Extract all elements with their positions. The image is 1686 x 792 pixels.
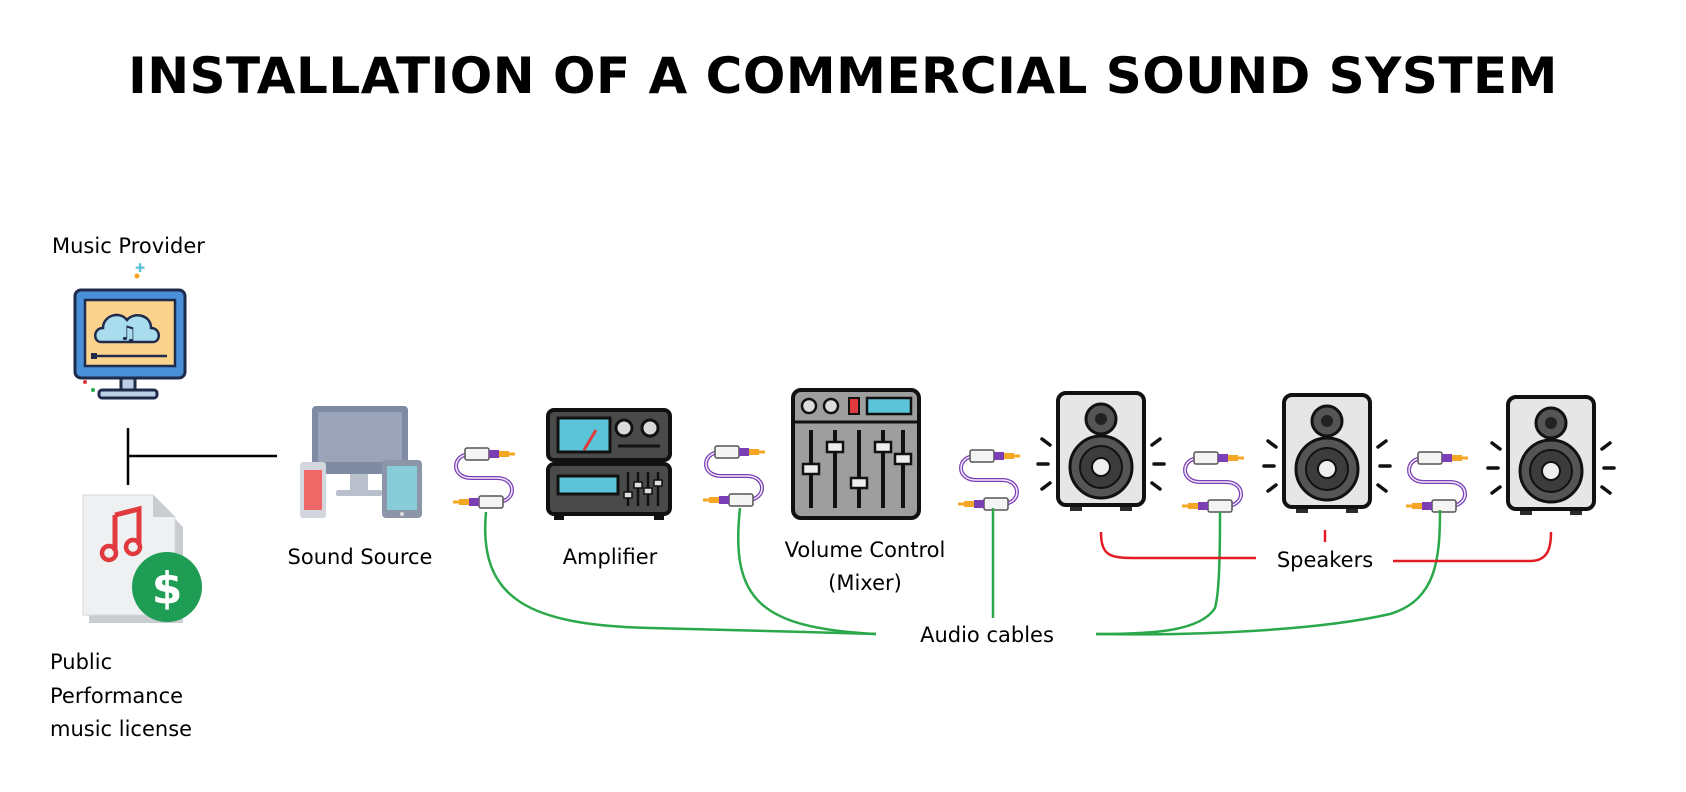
speakers-label: Speakers — [1276, 548, 1374, 572]
svg-text:✚: ✚ — [135, 261, 145, 275]
license-label-line2: Performance — [50, 684, 184, 708]
mixer-icon — [791, 388, 921, 520]
dollar-badge-icon: $ — [132, 552, 202, 622]
speaker-icon — [1036, 391, 1166, 513]
devices-icon — [300, 406, 422, 518]
mixer-label-line1: Volume Control — [784, 538, 946, 562]
audio-cables-label: Audio cables — [920, 623, 1054, 647]
mixer-label-line2: (Mixer) — [828, 571, 902, 595]
amplifier-label: Amplifier — [562, 545, 658, 569]
audio-cables-callout-lines — [483, 507, 1442, 636]
music-note-icon — [99, 505, 143, 563]
music-license-document-icon: $ — [82, 494, 202, 623]
sound-source-label: Sound Source — [287, 545, 433, 569]
svg-text:♫: ♫ — [119, 321, 137, 345]
amplifier-icon — [546, 408, 672, 520]
speakers-callout-lines — [1099, 530, 1553, 563]
svg-text:$: $ — [152, 563, 183, 614]
audio-cable-icon — [1404, 450, 1470, 514]
license-label-line1: Public — [50, 650, 113, 674]
music-provider-label: Music Provider — [52, 234, 205, 258]
page-title: INSTALLATION OF A COMMERCIAL SOUND SYSTE… — [128, 47, 1558, 105]
audio-cable-icon — [1180, 450, 1246, 514]
audio-cable-icon — [956, 448, 1022, 512]
speaker-icon — [1486, 395, 1616, 517]
music-streaming-monitor-icon: ♫ ✚ — [73, 261, 187, 400]
audio-cable-icon — [451, 446, 517, 510]
speaker-icon — [1262, 393, 1392, 515]
license-label-line3: music license — [50, 717, 193, 741]
audio-cable-icon — [701, 444, 767, 508]
